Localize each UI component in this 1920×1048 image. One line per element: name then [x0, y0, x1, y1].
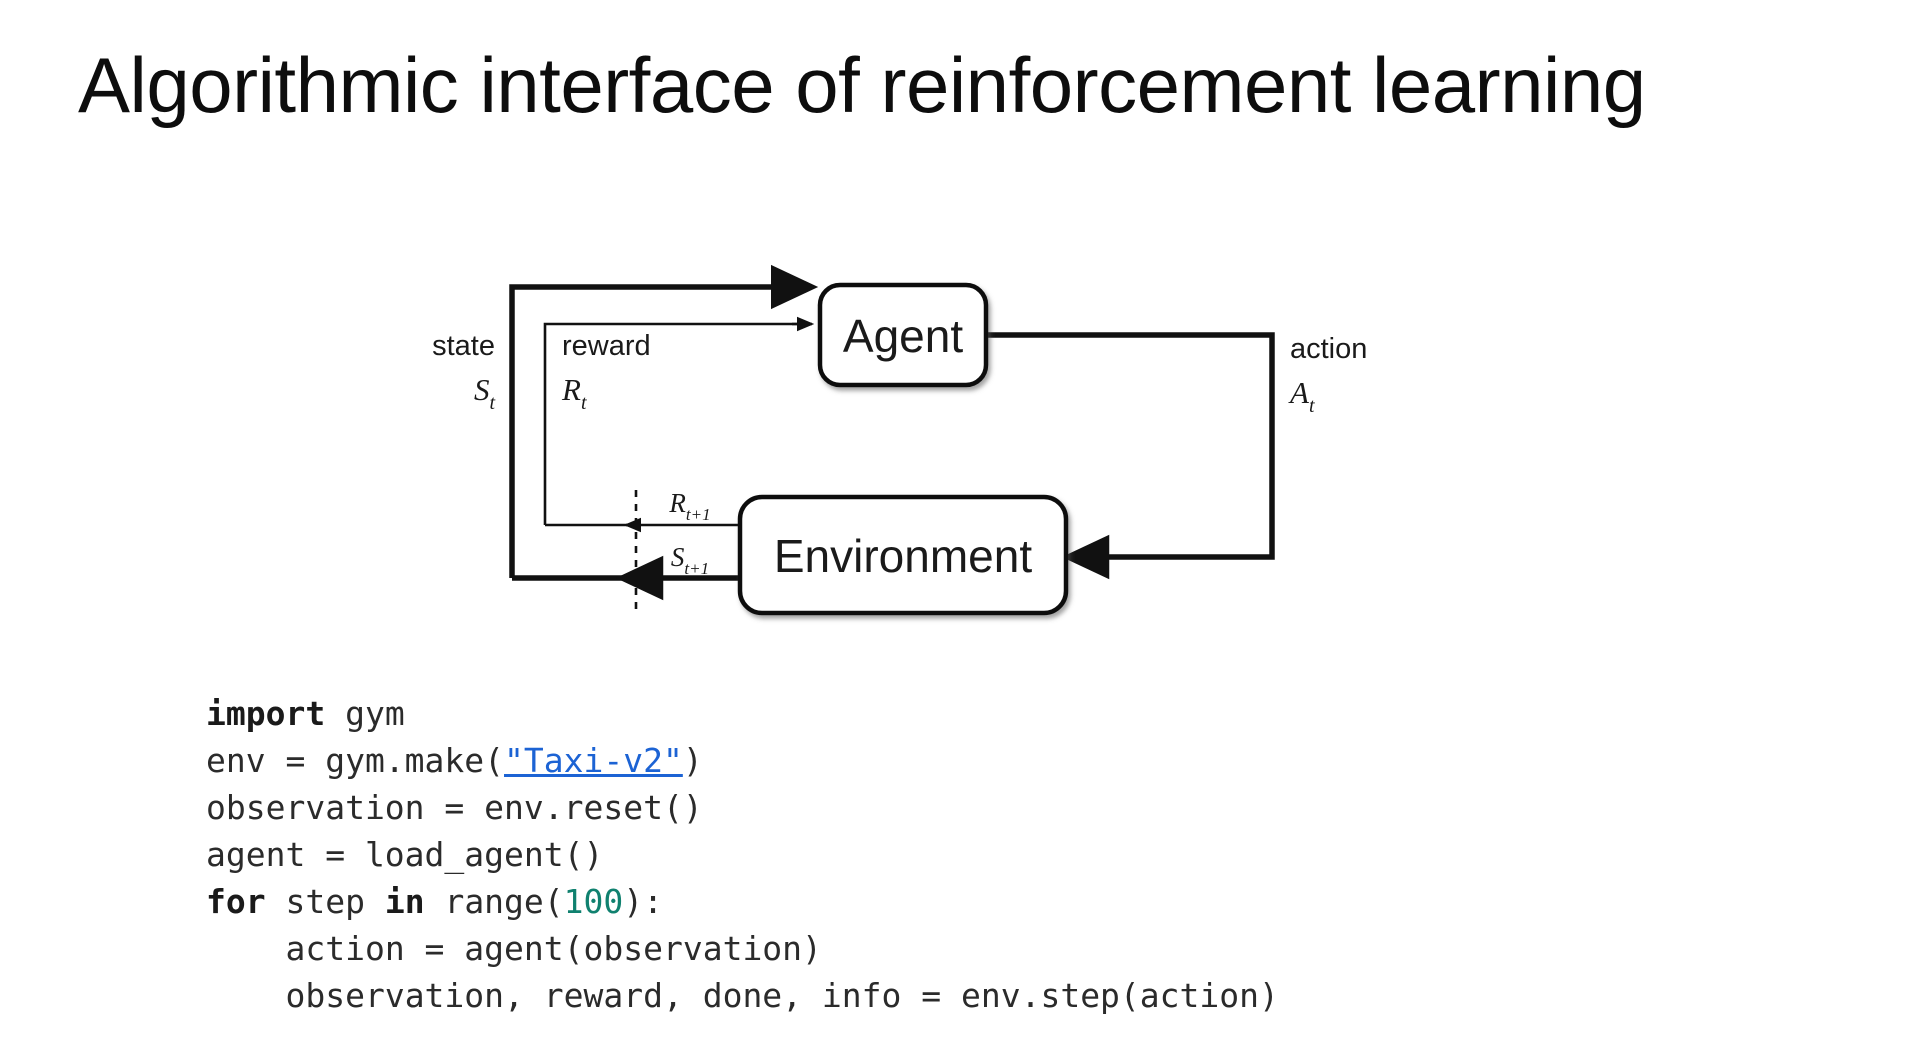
agent-node-label: Agent — [843, 310, 963, 362]
code-token: observation = env.reset() — [206, 788, 703, 827]
code-token: gym — [325, 694, 405, 733]
action-symbol-subscript: t — [1309, 395, 1315, 417]
state-edge — [509, 284, 806, 578]
action-edge — [985, 332, 1275, 560]
page-title: Algorithmic interface of reinforcement l… — [78, 41, 1646, 129]
code-token: action = agent(observation) — [285, 929, 822, 968]
code-token: step — [265, 882, 385, 921]
action-symbol-base: A — [1288, 375, 1310, 410]
agent-node — [817, 282, 989, 388]
action-label-symbol: At — [1288, 375, 1315, 417]
code-keyword: import — [206, 694, 326, 733]
state-symbol-subscript: t — [489, 392, 495, 414]
code-line: import gym — [206, 690, 1279, 737]
state-label-word: state — [432, 330, 495, 362]
code-keyword: in — [384, 882, 425, 921]
code-link-taxi-v2[interactable]: "Taxi-v2" — [504, 741, 683, 780]
action-label-word: action — [1290, 333, 1367, 365]
code-indent — [206, 976, 285, 1015]
code-token: range( — [424, 882, 564, 921]
reward-label-word: reward — [562, 330, 651, 362]
state-next-label: St+1 — [671, 542, 709, 578]
code-token: agent = load_agent() — [206, 835, 604, 874]
reward-symbol-base: R — [561, 372, 581, 407]
code-line: for step in range(100): — [206, 878, 1279, 925]
code-indent — [206, 929, 285, 968]
code-number: 100 — [563, 882, 624, 921]
code-keyword: for — [206, 882, 266, 921]
code-token: observation, reward, done, info = env.st… — [285, 976, 1279, 1015]
reward-symbol-subscript: t — [581, 392, 587, 414]
agent-environment-diagram: Agent Environment state St reward Rt Rt+… — [0, 200, 1500, 650]
code-line: observation = env.reset() — [206, 784, 1279, 831]
state-symbol-base: S — [474, 372, 490, 407]
environment-node-label: Environment — [774, 530, 1032, 582]
state-next-base: S — [671, 542, 685, 572]
state-next-subscript: t+1 — [684, 559, 709, 578]
reward-next-subscript: t+1 — [686, 505, 711, 524]
code-token: ) — [682, 741, 703, 780]
code-line: agent = load_agent() — [206, 831, 1279, 878]
code-line: env = gym.make("Taxi-v2") — [206, 737, 1279, 784]
reward-next-base: R — [668, 488, 686, 518]
reward-edge — [543, 322, 806, 525]
reward-label-symbol: Rt — [561, 372, 587, 414]
code-token: ): — [623, 882, 664, 921]
code-token: env = gym.make( — [206, 741, 505, 780]
code-line: observation, reward, done, info = env.st… — [206, 972, 1279, 1019]
code-line: action = agent(observation) — [206, 925, 1279, 972]
state-label-symbol: St — [474, 372, 496, 414]
environment-node — [737, 494, 1069, 616]
reward-next-label: Rt+1 — [668, 488, 710, 524]
